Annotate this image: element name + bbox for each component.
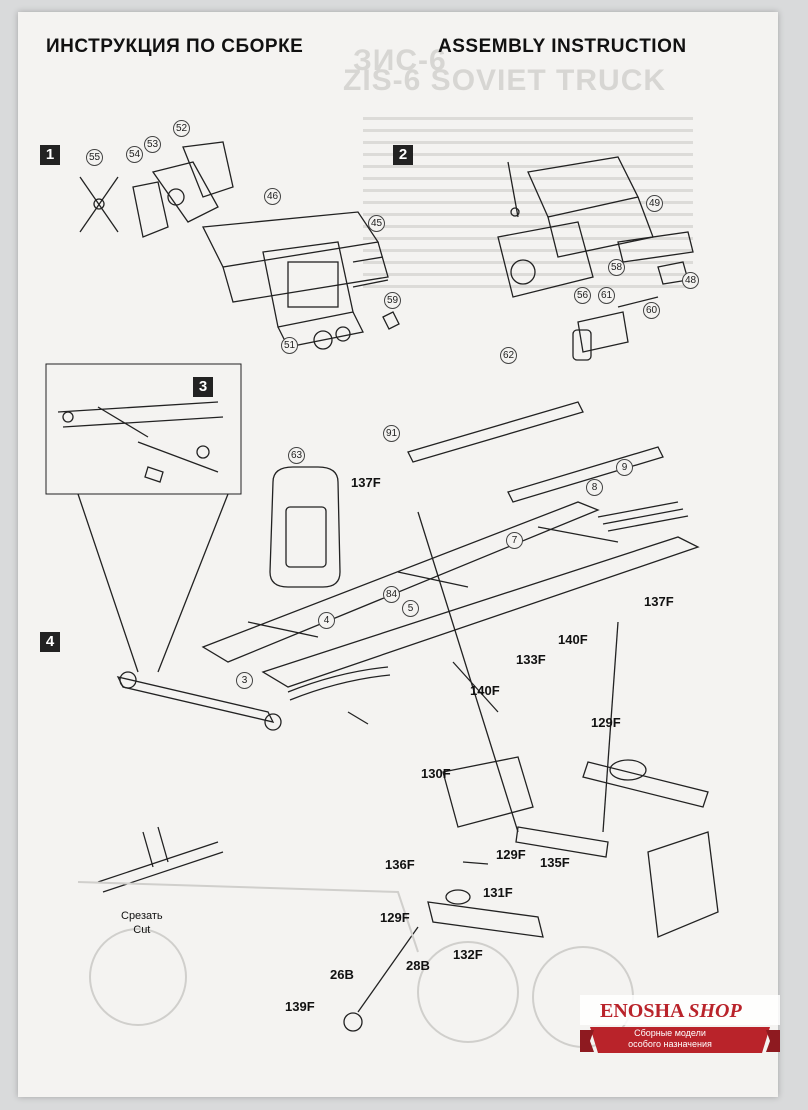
part-label-137f-a: 137F: [351, 475, 381, 490]
part-number-60: 60: [643, 302, 660, 319]
header-title-ru: ИНСТРУКЦИЯ ПО СБОРКЕ: [46, 36, 304, 57]
step-badge-2: 2: [393, 145, 413, 165]
part-number-63: 63: [288, 447, 305, 464]
step-badge-4: 4: [40, 632, 60, 652]
step3-drawing: [57, 401, 224, 483]
part-number-55: 55: [86, 149, 103, 166]
part-label-129f-b: 129F: [496, 847, 526, 862]
watermark-sub-line1: Сборные модели: [634, 1028, 706, 1038]
part-number-7: 7: [506, 532, 523, 549]
part-number-3: 3: [236, 672, 253, 689]
part-number-91: 91: [383, 425, 400, 442]
step-badge-1: 1: [40, 145, 60, 165]
step1-drawing: [79, 141, 400, 350]
cut-detail: [97, 826, 224, 893]
watermark-shop: SHOP: [688, 1000, 742, 1022]
part-label-140f-a: 140F: [558, 632, 588, 647]
part-number-59: 59: [384, 292, 401, 309]
part-number-58: 58: [608, 259, 625, 276]
part-number-49: 49: [646, 195, 663, 212]
part-label-140f-b: 140F: [470, 683, 500, 698]
part-number-9: 9: [616, 459, 633, 476]
part-label-136f: 136F: [385, 857, 415, 872]
part-label-26b: 26B: [330, 967, 354, 982]
part-label-132f: 132F: [453, 947, 483, 962]
part-number-61: 61: [598, 287, 615, 304]
part-label-133f: 133F: [516, 652, 546, 667]
part-label-131f: 131F: [483, 885, 513, 900]
part-label-130f: 130F: [421, 766, 451, 781]
step2-drawing: [497, 156, 694, 361]
part-number-8: 8: [586, 479, 603, 496]
rear-axle: [343, 756, 719, 1032]
header-title-en: ASSEMBLY INSTRUCTION: [438, 36, 687, 57]
part-number-84: 84: [383, 586, 400, 603]
step-badge-3: 3: [193, 377, 213, 397]
instruction-page: ЗИС-6 ZIS-6 SOVIET TRUCK ИНСТРУКЦИЯ ПО С…: [18, 12, 778, 1097]
part-number-5: 5: [402, 600, 419, 617]
watermark-subtitle: Сборные модели особого назначения: [610, 1028, 730, 1050]
part-number-4: 4: [318, 612, 335, 629]
part-number-56: 56: [574, 287, 591, 304]
watermark-logo: ENOSHA SHOP: [600, 1000, 742, 1023]
watermark-sub-line2: особого назначения: [628, 1039, 712, 1049]
watermark-ribbon: [580, 995, 780, 1053]
part-number-51: 51: [281, 337, 298, 354]
part-number-52: 52: [173, 120, 190, 137]
watermark-name: ENOSHA: [600, 1000, 684, 1022]
cut-note-ru: Срезать: [121, 910, 163, 922]
part-number-54: 54: [126, 146, 143, 163]
part-label-129f-c: 129F: [380, 910, 410, 925]
cut-note-en: Cut: [133, 924, 151, 936]
part-number-53: 53: [144, 136, 161, 153]
bleed-through-title: ЗИС-6: [353, 44, 447, 77]
cut-note: Срезать Cut: [121, 909, 163, 937]
bleed-through-subtitle: ZIS-6 SOVIET TRUCK: [343, 64, 667, 97]
part-label-137f-b: 137F: [644, 594, 674, 609]
part-number-45: 45: [368, 215, 385, 232]
chassis-frame: [116, 401, 700, 731]
part-number-62: 62: [500, 347, 517, 364]
part-label-135f: 135F: [540, 855, 570, 870]
bleed-through-text: [363, 117, 693, 297]
part-number-48: 48: [682, 272, 699, 289]
part-label-139f: 139F: [285, 999, 315, 1014]
part-number-46: 46: [264, 188, 281, 205]
part-label-28b: 28B: [406, 958, 430, 973]
part-label-129f-a: 129F: [591, 715, 621, 730]
